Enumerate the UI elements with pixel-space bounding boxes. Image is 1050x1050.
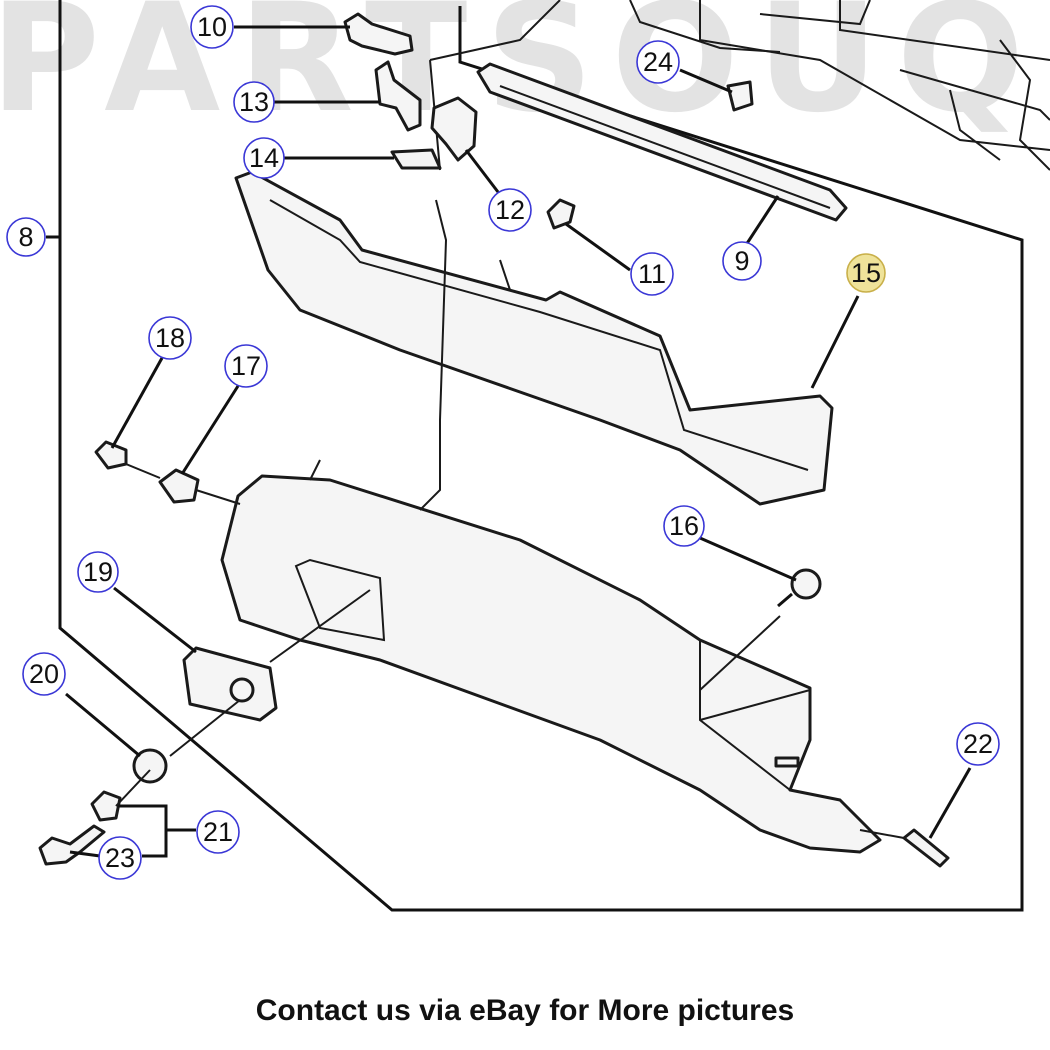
part-9-damper-strip (476, 62, 848, 222)
contact-caption: Contact us via eBay for More pictures (255, 994, 795, 1027)
glovebox-handle-recess (294, 558, 386, 642)
leader-9 (742, 195, 780, 249)
part-21-cylinder (90, 790, 122, 822)
part-16-stem (777, 592, 793, 608)
part-24-clip (726, 80, 754, 112)
callout-15: 15 (846, 253, 886, 293)
leader-15 (810, 295, 860, 389)
glovebox-slot (774, 756, 800, 768)
callout-9-label: 9 (734, 246, 749, 276)
callout-18: 18 (148, 316, 192, 360)
callout-17-label: 17 (231, 351, 261, 381)
callout-14-label: 14 (249, 143, 279, 173)
leader-23 (69, 850, 101, 858)
callout-8: 8 (6, 217, 46, 257)
part-19-lock (182, 646, 278, 722)
leader-24 (679, 68, 733, 94)
glovebox-inner-edge (699, 640, 811, 791)
callout-23-label: 23 (105, 843, 135, 873)
callout-11: 11 (630, 252, 674, 296)
part-22-pin (902, 828, 950, 868)
leader-12 (464, 149, 500, 193)
callout-16: 16 (663, 505, 705, 547)
callout-15-label: 15 (851, 258, 881, 288)
callout-19: 19 (77, 551, 119, 593)
callout-24-label: 24 (643, 47, 673, 77)
dashboard-fragment (699, 0, 1050, 171)
callout-20-label: 20 (29, 659, 59, 689)
callout-12-label: 12 (495, 195, 525, 225)
callout-22-label: 22 (963, 729, 993, 759)
glovebox-door (220, 474, 882, 854)
callout-21-label: 21 (203, 817, 233, 847)
connector-line (419, 199, 448, 511)
leader-17 (180, 385, 240, 475)
leader-18 (110, 357, 164, 449)
callout-16-label: 16 (669, 511, 699, 541)
callout-10-label: 10 (197, 12, 227, 42)
part-18-screw (94, 440, 128, 470)
callout-13: 13 (233, 81, 275, 123)
leader-19 (113, 586, 197, 654)
callout-12: 12 (488, 188, 532, 232)
connector-line (115, 259, 905, 839)
part-13-hinge (374, 60, 422, 132)
callout-13-label: 13 (239, 87, 269, 117)
callout-23: 23 (98, 836, 142, 880)
callout-18-label: 18 (155, 323, 185, 353)
callout-14: 14 (243, 137, 285, 179)
part-19-keyhole (229, 677, 255, 703)
part-15-upper-glovebox (234, 170, 834, 506)
leader-16 (699, 536, 797, 582)
callout-8-label: 8 (18, 222, 33, 252)
leader-22 (928, 767, 972, 839)
part-15-inner-edge (269, 199, 809, 471)
leader-11 (565, 222, 631, 272)
part-12-latch (430, 96, 478, 162)
part-16-knob (790, 568, 822, 600)
assembly-boundary (58, 0, 1024, 912)
callout-20: 20 (22, 652, 66, 696)
callout-10: 10 (190, 5, 234, 49)
leader-21 (118, 804, 196, 858)
part-9-rod (499, 85, 831, 209)
part-23-key (38, 824, 106, 866)
part-10-clip (343, 12, 414, 56)
leader-20 (65, 692, 141, 758)
part-14-bracket (390, 148, 442, 170)
callout-9: 9 (722, 241, 762, 281)
part-17-nut (158, 468, 200, 504)
callout-22: 22 (956, 722, 1000, 766)
callout-19-label: 19 (83, 557, 113, 587)
part-20-nut (132, 748, 168, 784)
callout-17: 17 (224, 344, 268, 388)
callout-21: 21 (196, 810, 240, 854)
callout-24: 24 (636, 40, 680, 84)
callout-11-label: 11 (638, 259, 666, 289)
part-11-clip (546, 198, 576, 230)
